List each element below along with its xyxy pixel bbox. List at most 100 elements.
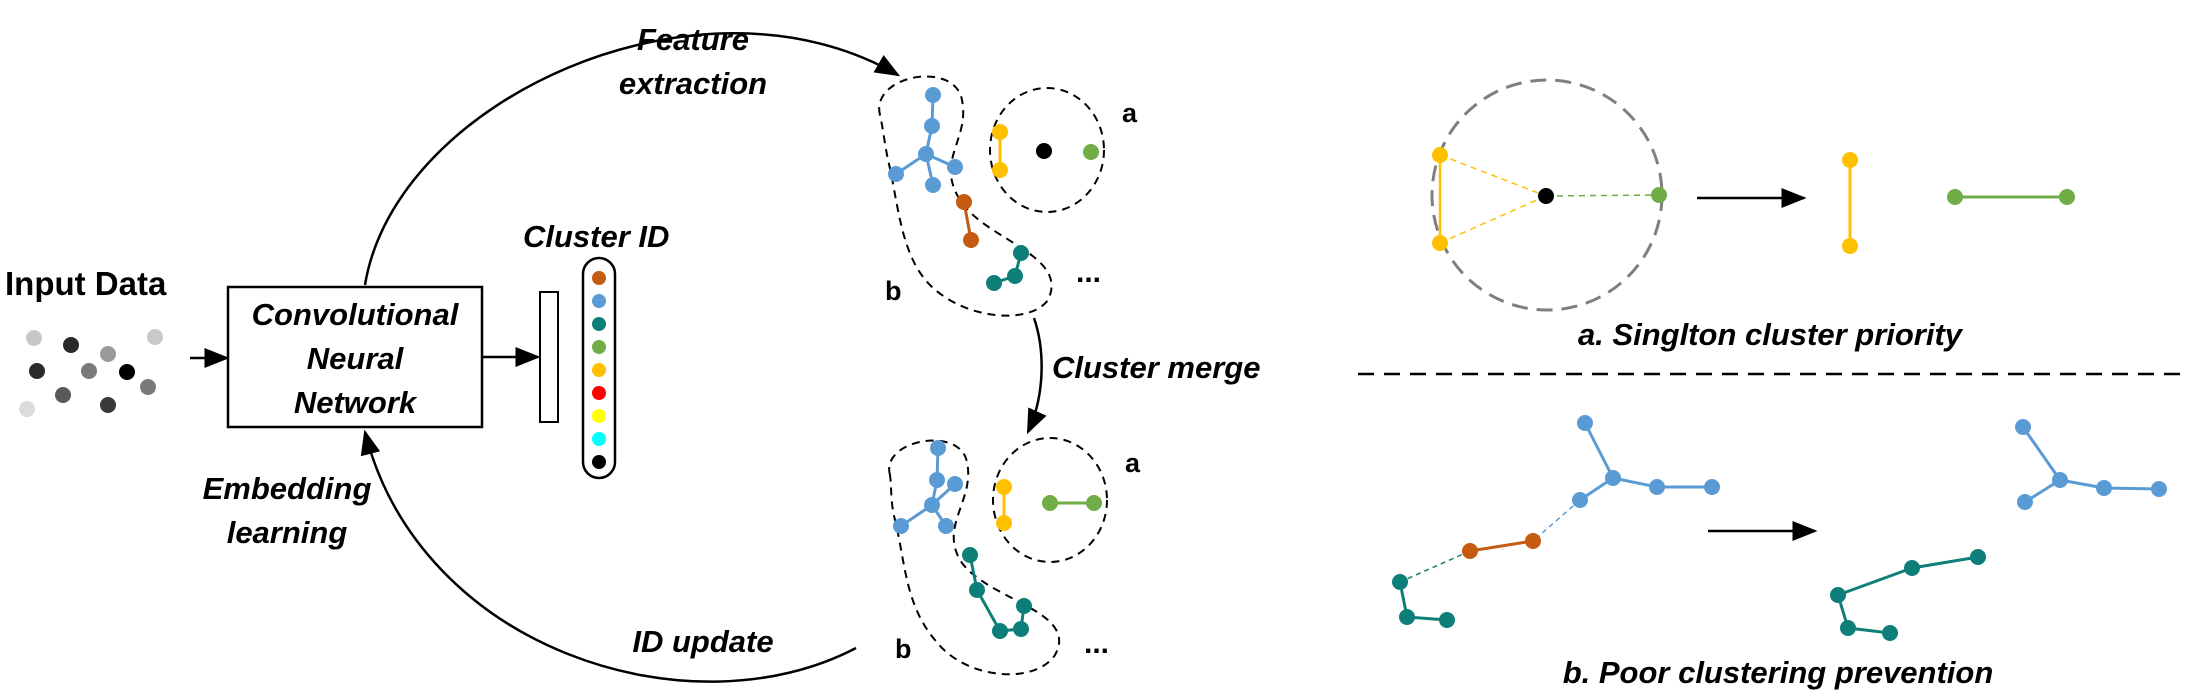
blue-cluster-nodes	[888, 87, 963, 193]
graph-node	[2017, 494, 2033, 510]
orange-node	[963, 232, 979, 248]
feature-vector-bar	[539, 291, 559, 423]
teal-node	[1013, 245, 1029, 261]
graph-edge	[1911, 555, 1979, 570]
yellow-node	[996, 515, 1012, 531]
input-data-label: Input Data	[5, 265, 167, 302]
graph-edge	[1837, 566, 1913, 597]
embedding-learning-label-line-1: Embedding	[203, 471, 372, 506]
cluster-id-dot	[592, 386, 606, 400]
yellow-node	[1842, 238, 1858, 254]
caption-a: a. Singlton cluster priority	[1578, 317, 1964, 352]
input-point	[29, 363, 45, 379]
blue-cluster-after	[2021, 426, 2160, 504]
dashed-green-link	[1545, 194, 1660, 197]
cnn-label-line-1: Convolutional	[252, 297, 460, 332]
graph-node	[938, 518, 954, 534]
cluster-a-boundary	[989, 87, 1105, 213]
graph-node	[947, 476, 963, 492]
clusters-before-merge: a b ...	[878, 75, 1138, 317]
graph-node	[2096, 480, 2112, 496]
graph-node	[1605, 470, 1621, 486]
nodes-before	[1392, 415, 1720, 628]
green-node	[1651, 187, 1667, 203]
cluster-b-boundary-merged	[888, 439, 1060, 676]
group-b-label-top: b	[885, 276, 902, 306]
input-point	[26, 330, 42, 346]
input-point	[100, 397, 116, 413]
dashed-teal-link	[1399, 550, 1471, 583]
yellow-node	[1432, 235, 1448, 251]
teal-node	[986, 275, 1002, 291]
cnn-label-line-3: Network	[294, 385, 418, 420]
green-node	[1947, 189, 1963, 205]
nodes-after	[1830, 419, 2167, 641]
cluster-merge-arrow	[1026, 317, 1047, 435]
graph-node	[1439, 612, 1455, 628]
graph-node	[1525, 533, 1541, 549]
graph-node	[1649, 479, 1665, 495]
graph-node	[924, 118, 940, 134]
graph-node	[962, 547, 978, 563]
graph-node	[1016, 598, 1032, 614]
graph-node	[1830, 587, 1846, 603]
input-point	[147, 329, 163, 345]
yellow-node	[1432, 147, 1448, 163]
black-singleton-node	[1036, 143, 1052, 159]
feature-extraction-label-line-2: extraction	[619, 66, 767, 101]
orange-edge	[1469, 539, 1534, 553]
graph-node	[888, 166, 904, 182]
graph-node	[1572, 492, 1588, 508]
yellow-node	[996, 479, 1012, 495]
caption-b: b. Poor clustering prevention	[1563, 655, 1994, 690]
dashed-blue-link	[1532, 499, 1581, 542]
graph-node	[929, 472, 945, 488]
graph-node	[969, 582, 985, 598]
black-singleton-node	[1538, 188, 1554, 204]
cluster-id-dot	[592, 317, 606, 331]
graph-node	[1704, 479, 1720, 495]
cluster-a-boundary-merged	[992, 437, 1108, 563]
input-point	[63, 337, 79, 353]
graph-node	[2015, 419, 2031, 435]
graph-node	[930, 440, 946, 456]
ellipsis-top: ...	[1076, 256, 1101, 289]
blue-cluster-before	[1579, 422, 1712, 502]
embedding-learning-label-line-2: learning	[227, 515, 348, 550]
cluster-id-dot	[592, 363, 606, 377]
teal-cluster-nodes-merged	[962, 547, 1032, 639]
yellow-node	[992, 162, 1008, 178]
feature-extraction-label-line-1: Feature	[637, 22, 749, 57]
input-data-points	[19, 329, 163, 417]
input-point	[140, 379, 156, 395]
graph-node	[947, 159, 963, 175]
graph-node	[1392, 574, 1408, 590]
input-point	[81, 363, 97, 379]
ellipsis-bottom: ...	[1084, 627, 1109, 660]
cluster-id-label: Cluster ID	[523, 219, 669, 254]
graph-node	[893, 518, 909, 534]
input-point	[119, 364, 135, 380]
teal-node	[1007, 268, 1023, 284]
graph-node	[925, 177, 941, 193]
right-panel: a. Singlton cluster priority	[1358, 78, 2190, 690]
graph-node	[1577, 415, 1593, 431]
dashed-yellow-link	[1439, 154, 1547, 197]
input-point	[19, 401, 35, 417]
graph-node	[1970, 549, 1986, 565]
input-point	[55, 387, 71, 403]
yellow-node	[1842, 152, 1858, 168]
id-update-arc	[360, 429, 857, 683]
dashed-yellow-link	[1439, 195, 1547, 244]
cluster-merge-label: Cluster merge	[1052, 350, 1260, 385]
group-a-label-top: a	[1122, 98, 1138, 128]
yellow-node	[992, 124, 1008, 140]
graph-node	[1462, 543, 1478, 559]
graph-node	[1399, 609, 1415, 625]
feature-extraction-arc	[363, 32, 901, 286]
cluster-id-dot	[592, 455, 606, 469]
cluster-id-dot	[592, 340, 606, 354]
left-panel: Input Data Convolutional Neural Network …	[5, 22, 1260, 683]
blue-cluster-graph	[895, 94, 956, 186]
